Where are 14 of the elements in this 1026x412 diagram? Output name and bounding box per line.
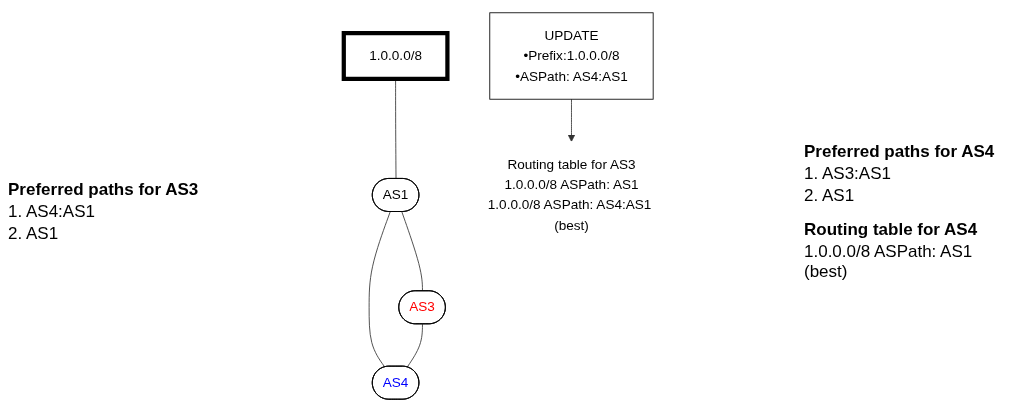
node-text: Routing table for AS3 1.0.0.0/8 ASPath: AS1 1.0.0.0/8 ASPath: AS4:AS1 (best) [488,156,652,233]
path-text: 1. AS4:AS1 [8,202,96,222]
path-text: 2. AS1 [804,186,856,206]
connector [368,211,391,368]
heading-text: Preferred paths for AS3 [8,180,200,200]
path-text: 1. AS3:AS1 [804,164,892,184]
path-text: 1.0.0.0/8 ASPath: AS1 (best) [804,242,974,282]
connector [407,323,424,368]
node-box: 1.0.0.0/8 [341,31,450,81]
connector [401,211,424,292]
heading-text: Routing table for AS4 [804,220,979,240]
node-box: UPDATE •Prefix:1.0.0.0/8 •ASPath: AS4:AS1 [489,12,654,100]
path-text: 2. AS1 [8,224,60,244]
heading-text: Preferred paths for AS4 [804,142,996,162]
